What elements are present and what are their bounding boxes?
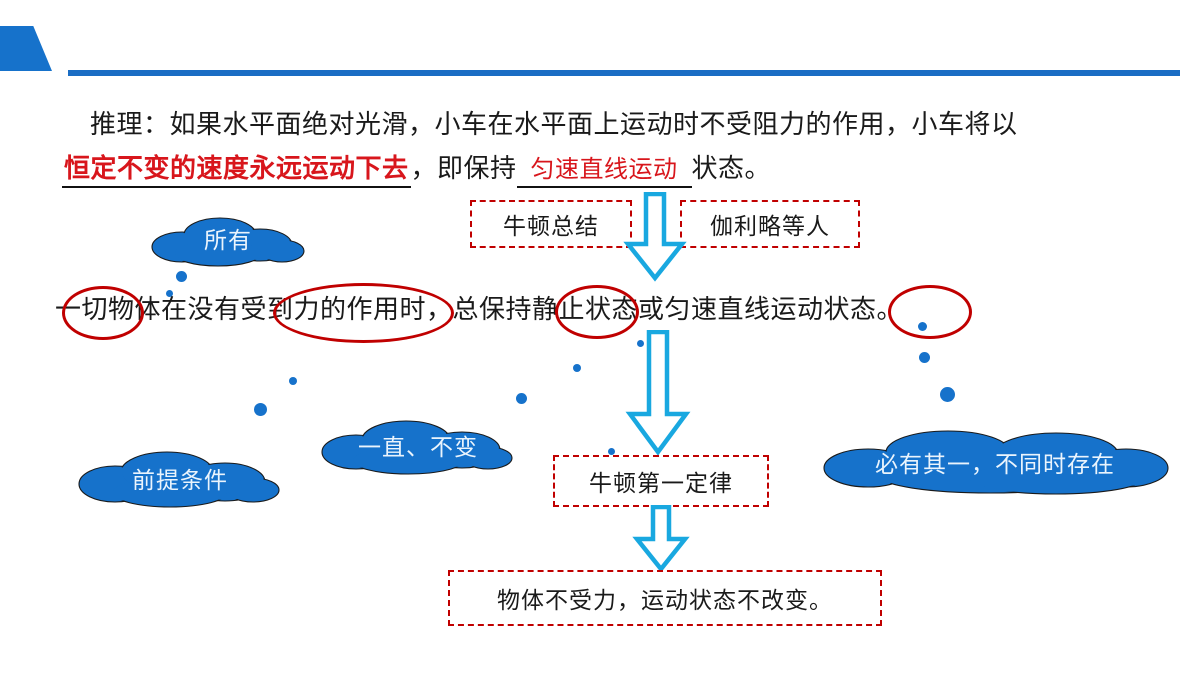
connector-dot bbox=[516, 393, 527, 404]
dashed-box-galileo-others-label: 伽利略等人 bbox=[710, 213, 830, 239]
dashed-box-conclusion: 物体不受力，运动状态不改变。 bbox=[448, 570, 882, 626]
reasoning-line-2-connector: ，即保持 bbox=[410, 153, 517, 183]
connector-dot bbox=[608, 448, 615, 455]
ellipse-force-acting-annotation bbox=[273, 283, 454, 343]
reasoning-line-1-text: 推理：如果水平面绝对光滑，小车在水平面上运动时不受阻力的作用，小车将以 bbox=[90, 109, 1018, 139]
corner-trapezoid-logo-icon bbox=[0, 26, 52, 71]
connector-dot bbox=[166, 290, 173, 297]
blank-answer-uniform-linear-motion: 匀速直线运动 bbox=[516, 156, 692, 188]
arrow-down-top-icon bbox=[620, 191, 690, 287]
reasoning-line-2-tail: 状态。 bbox=[691, 153, 772, 183]
dashed-box-newton-first-law: 牛顿第一定律 bbox=[553, 455, 769, 507]
header-rule-divider bbox=[68, 70, 1180, 76]
blank-answer-constant-velocity: 恒定不变的速度永远运动下去 bbox=[62, 153, 411, 188]
connector-dot bbox=[176, 271, 187, 282]
dashed-box-conclusion-label: 物体不受力，运动状态不改变。 bbox=[497, 587, 833, 613]
ellipse-maintain-annotation bbox=[555, 285, 639, 339]
cloud-prerequisite-label: 前提条件 bbox=[132, 467, 228, 493]
dashed-box-newton-first-law-label: 牛顿第一定律 bbox=[589, 470, 733, 496]
cloud-either-or: 必有其一，不同时存在 bbox=[820, 428, 1170, 496]
connector-dot bbox=[919, 352, 930, 363]
cloud-always-label: 一直、不变 bbox=[358, 434, 478, 460]
ellipse-motion-annotation bbox=[888, 285, 972, 339]
connector-dot bbox=[289, 377, 297, 385]
dashed-box-newton-summary: 牛顿总结 bbox=[470, 200, 632, 248]
connector-dot bbox=[940, 387, 955, 402]
connector-dot bbox=[637, 340, 644, 347]
dashed-box-newton-summary-label: 牛顿总结 bbox=[503, 213, 599, 239]
arrow-down-middle-icon bbox=[620, 329, 696, 461]
arrow-down-bottom-icon bbox=[630, 504, 692, 578]
dashed-box-galileo-others: 伽利略等人 bbox=[680, 200, 860, 248]
cloud-prerequisite: 前提条件 bbox=[75, 448, 285, 510]
cloud-either-or-label: 必有其一，不同时存在 bbox=[875, 451, 1115, 477]
connector-dot bbox=[573, 364, 581, 372]
newton-first-law-statement: 一切物体在没有受到力的作用时，总保持静止状态或匀速直线运动状态。 bbox=[55, 287, 903, 331]
connector-dot bbox=[254, 403, 267, 416]
reasoning-line-2: 恒定不变的速度永远运动下去，即保持匀速直线运动状态。 bbox=[62, 146, 771, 192]
cloud-all-label: 所有 bbox=[204, 227, 252, 253]
newton-first-law-statement-text: 一切物体在没有受到力的作用时，总保持静止状态或匀速直线运动状态。 bbox=[55, 294, 904, 324]
reasoning-line-1: 推理：如果水平面绝对光滑，小车在水平面上运动时不受阻力的作用，小车将以 bbox=[90, 102, 1018, 146]
ellipse-all-objects-annotation bbox=[62, 286, 144, 340]
connector-dot bbox=[918, 322, 927, 331]
cloud-always: 一直、不变 bbox=[318, 418, 518, 476]
cloud-all: 所有 bbox=[148, 215, 308, 267]
